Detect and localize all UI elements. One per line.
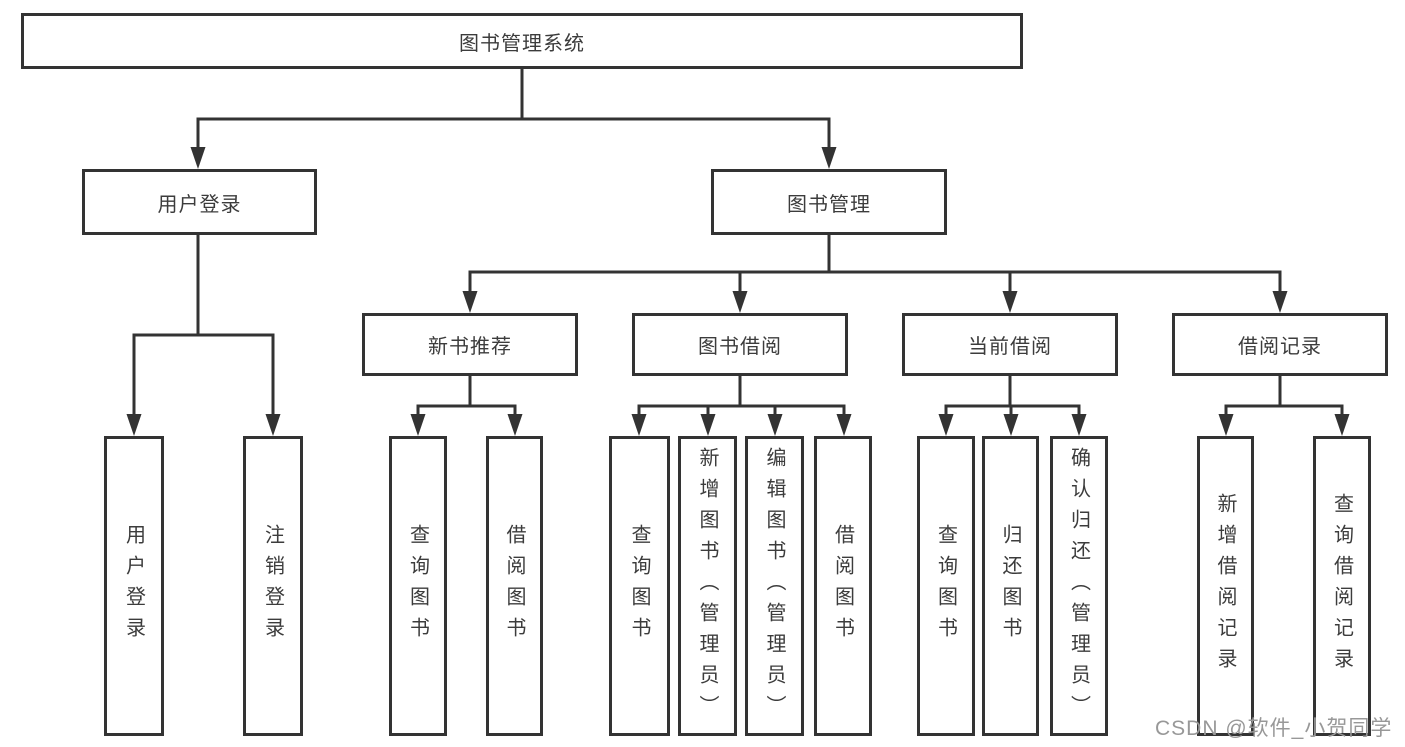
leaf-confirm-return-admin: 确认归还（管理员） [1050, 436, 1108, 736]
arrowhead-icon [821, 147, 837, 169]
node-book-borrowing: 图书借阅 [632, 313, 848, 376]
leaf-add-borrow-record: 新增借阅记录 [1197, 436, 1254, 736]
connector-lines [132, 69, 1344, 416]
leaf-query-books-current: 查询图书 [917, 436, 975, 736]
arrowhead-icon [700, 414, 716, 436]
arrowhead-icon [1272, 291, 1288, 313]
arrowhead-icon [836, 414, 852, 436]
node-user-login: 用户登录 [82, 169, 317, 235]
csdn-watermark: CSDN @软件_小贺同学 [1155, 717, 1393, 740]
arrowhead-icon [1218, 414, 1234, 436]
arrowhead-icon [767, 414, 783, 436]
arrowhead-icon [1003, 414, 1019, 436]
node-current-borrowing: 当前借阅 [902, 313, 1118, 376]
leaf-add-book-admin: 新增图书（管理员） [678, 436, 737, 736]
leaf-query-books-borrowing: 查询图书 [609, 436, 670, 736]
leaf-query-borrow-record: 查询借阅记录 [1313, 436, 1371, 736]
leaf-edit-book-admin: 编辑图书（管理员） [745, 436, 804, 736]
node-book-management: 图书管理 [711, 169, 947, 235]
leaf-borrow-books-borrowing: 借阅图书 [814, 436, 872, 736]
arrowhead-icon [1334, 414, 1350, 436]
node-borrowing-records: 借阅记录 [1172, 313, 1388, 376]
arrowhead-icon [507, 414, 523, 436]
arrowhead-icon [265, 414, 281, 436]
arrowhead-icon [1002, 291, 1018, 313]
leaf-logout: 注销登录 [243, 436, 303, 736]
arrowhead-icon [190, 147, 206, 169]
node-new-book-recommendation: 新书推荐 [362, 313, 578, 376]
leaf-borrow-books-recommend: 借阅图书 [486, 436, 543, 736]
arrowhead-icon [410, 414, 426, 436]
arrowhead-icon [126, 414, 142, 436]
leaf-query-books-recommend: 查询图书 [389, 436, 447, 736]
leaf-user-login: 用户登录 [104, 436, 164, 736]
arrowhead-icon [1071, 414, 1087, 436]
leaf-return-books: 归还图书 [982, 436, 1039, 736]
arrowhead-icon [631, 414, 647, 436]
node-library-management-system: 图书管理系统 [21, 13, 1023, 69]
arrowheads [126, 147, 1350, 436]
arrowhead-icon [938, 414, 954, 436]
arrowhead-icon [462, 291, 478, 313]
arrowhead-icon [732, 291, 748, 313]
